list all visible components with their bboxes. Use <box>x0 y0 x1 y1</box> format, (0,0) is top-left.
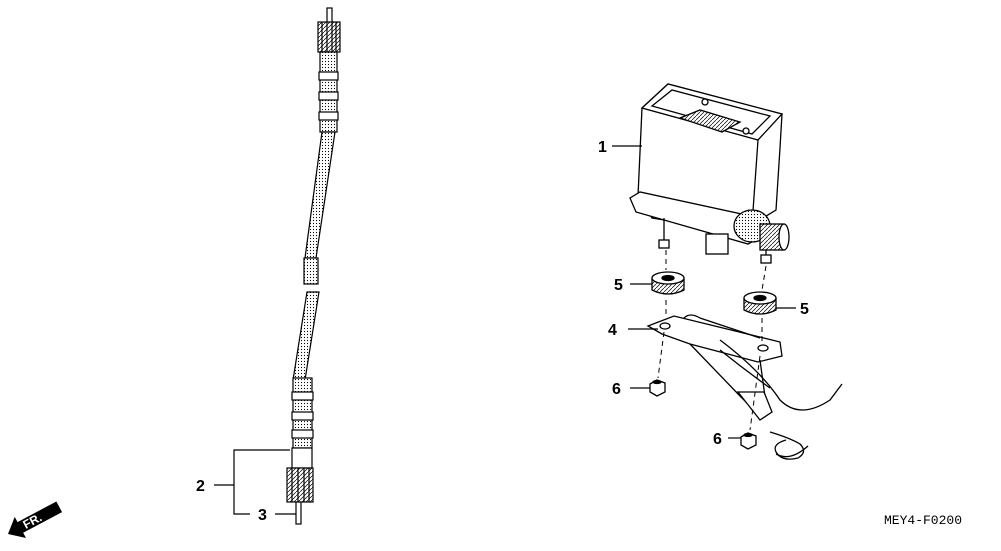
speedometer-cable <box>286 7 341 525</box>
callout-2: 2 <box>196 478 205 495</box>
assembly-center-lines <box>657 250 767 431</box>
callout-6-upper: 6 <box>612 381 621 398</box>
callout-5-left: 5 <box>614 277 623 294</box>
nut-upper <box>649 379 666 397</box>
nut-lower <box>740 432 757 450</box>
callout-4: 4 <box>608 322 617 339</box>
leader-lines-unit <box>612 145 796 439</box>
mounting-bracket <box>646 314 843 460</box>
diagram-code: MEY4-F0200 <box>884 513 962 528</box>
callout-5-right: 5 <box>800 301 809 318</box>
grommet-left <box>651 271 685 295</box>
front-direction-arrow-icon: FR. <box>8 501 63 539</box>
callout-6-lower: 6 <box>713 431 722 448</box>
speedometer-unit <box>629 83 790 264</box>
callout-1: 1 <box>598 139 607 156</box>
leader-lines-cable <box>214 449 296 515</box>
grommet-right <box>743 291 777 315</box>
callout-3: 3 <box>258 507 267 524</box>
